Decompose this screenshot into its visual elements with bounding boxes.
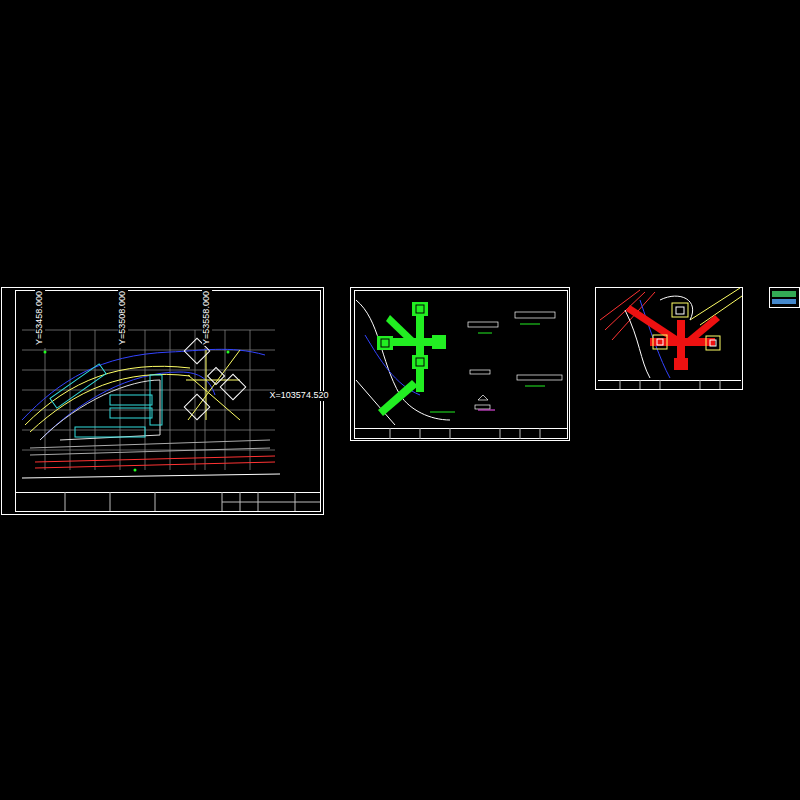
coordinate-label: X=103574.520 [269,391,330,401]
grid-coordinate: Y=53558.000 [202,290,212,346]
grid-coordinate: Y=53508.000 [118,290,128,346]
grid-coordinate: Y=53458.000 [35,290,45,346]
